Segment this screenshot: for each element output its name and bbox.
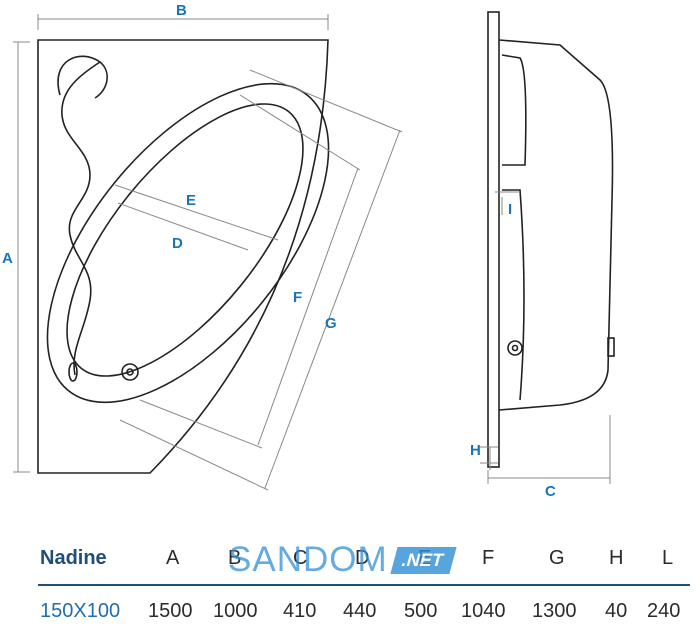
- table-divider: [38, 584, 690, 586]
- dim-label-c: C: [545, 483, 556, 500]
- col-header-l: L: [662, 547, 674, 569]
- watermark: SANDOM .NET: [228, 540, 457, 580]
- dim-label-e: E: [186, 192, 196, 209]
- value-h: 40: [605, 600, 628, 622]
- dim-label-a: A: [2, 250, 13, 267]
- dim-label-i: I: [508, 201, 512, 218]
- model-name: Nadine: [40, 547, 107, 569]
- inner-rim-left: [61, 61, 101, 376]
- dim-label-d: D: [172, 235, 183, 252]
- top-view: [37, 39, 330, 474]
- value-c: 410: [283, 600, 317, 622]
- col-header-g: G: [549, 547, 565, 569]
- col-header-a: A: [166, 547, 180, 569]
- tub-outer-outline: [37, 39, 329, 474]
- tub-side-body: [498, 39, 614, 411]
- side-drain-icon: [507, 340, 523, 356]
- top-view-dimensions: [13, 14, 403, 491]
- front-panel: [487, 11, 500, 468]
- col-header-h: H: [609, 547, 624, 569]
- size-label: 150X100: [40, 600, 121, 622]
- col-header-d: D: [355, 547, 370, 569]
- value-g: 1300: [532, 600, 577, 622]
- dim-label-b: B: [176, 2, 187, 19]
- dim-label-f: F: [293, 289, 302, 306]
- watermark-badge: .NET: [390, 546, 457, 574]
- value-e: 500: [404, 600, 438, 622]
- col-header-c: C: [293, 547, 308, 569]
- basin-ellipse: [66, 103, 304, 377]
- col-header-f: F: [482, 547, 495, 569]
- value-d: 440: [343, 600, 377, 622]
- dim-label-g: G: [325, 315, 337, 332]
- col-header-b: B: [228, 547, 242, 569]
- rim-ellipse-outer: [46, 82, 330, 404]
- bathtub-technical-drawing: A B E D F G I H C: [2, 2, 615, 500]
- side-view-dimensions: [480, 191, 611, 484]
- drain-icon: [121, 363, 139, 381]
- value-l: 240: [647, 600, 681, 622]
- side-view: [487, 11, 615, 468]
- dim-label-h: H: [470, 442, 481, 459]
- value-f: 1040: [461, 600, 506, 622]
- value-a: 1500: [148, 600, 193, 622]
- value-b: 1000: [213, 600, 258, 622]
- watermark-text: SANDOM: [228, 540, 388, 579]
- spec-values-row: 150X100 1500 1000 410 440 500 1040 1300 …: [0, 600, 700, 630]
